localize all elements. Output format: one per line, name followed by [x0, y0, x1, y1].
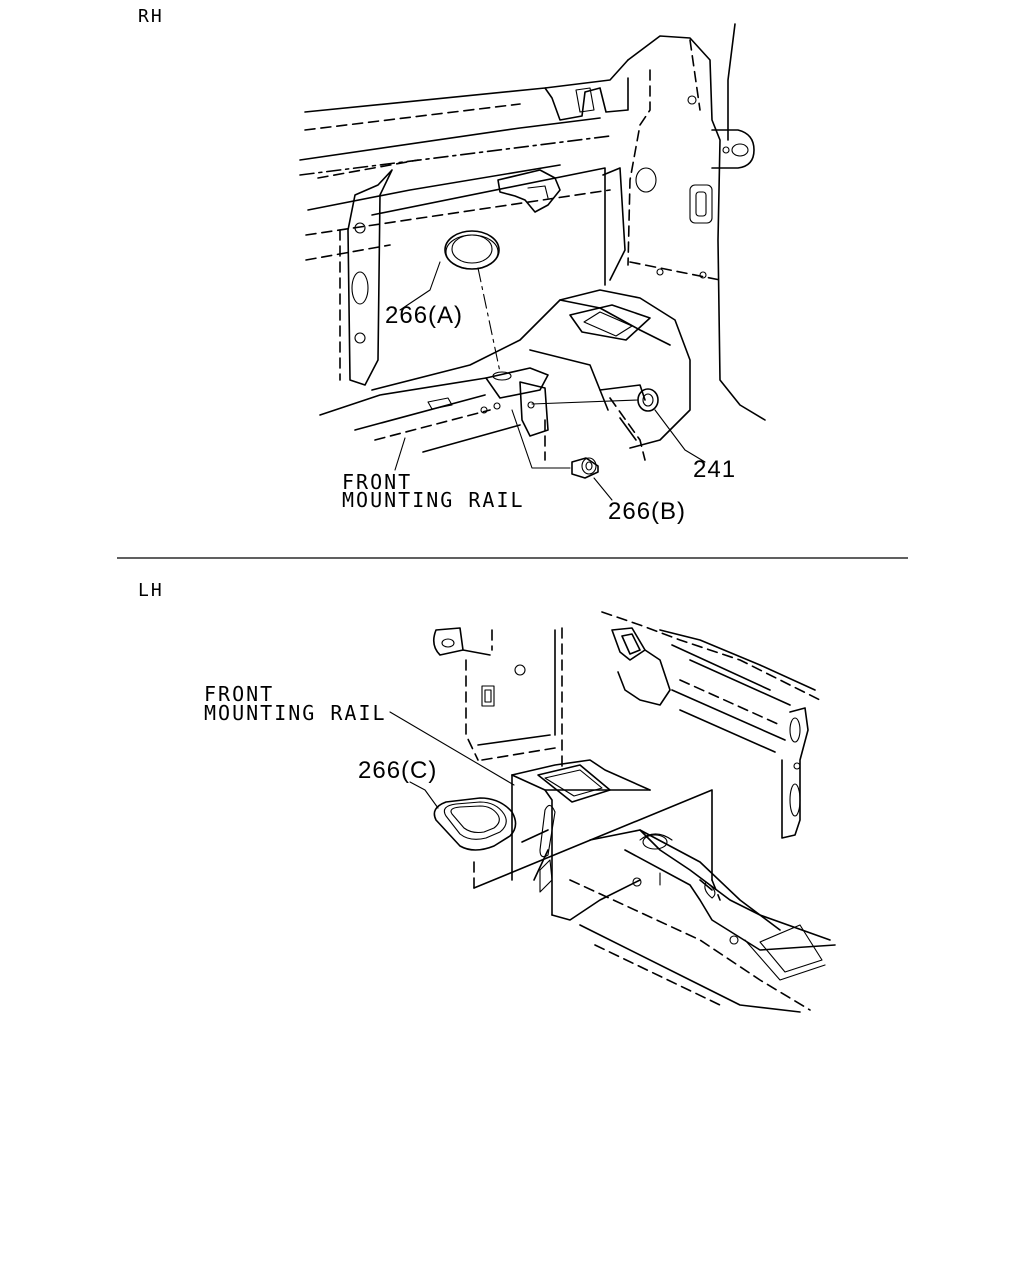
hole-241	[527, 401, 535, 409]
part-266c-plug	[433, 797, 517, 851]
leader-241-to-hole	[531, 399, 639, 405]
leader-266b-label	[593, 477, 613, 501]
label-266a: 266(A)	[385, 302, 464, 329]
leader-lh-rail	[389, 711, 515, 786]
hole-266a	[492, 371, 512, 381]
label-rh-front: FRONT	[342, 470, 413, 494]
label-rh-mounting-rail: MOUNTING RAIL	[342, 488, 525, 512]
part-266a-plug	[444, 230, 500, 270]
part-241-grommet	[637, 388, 659, 412]
lh-body-structure	[432, 611, 836, 1013]
leader-266c-label	[409, 781, 439, 809]
label-266b: 266(B)	[608, 498, 687, 525]
label-266c: 266(C)	[358, 757, 438, 784]
leader-266b-to-hole	[511, 409, 571, 469]
lh-section-tag: LH	[138, 580, 164, 601]
leader-241-label	[654, 409, 706, 463]
leader-266a-to-hole	[477, 267, 501, 373]
label-241: 241	[693, 456, 737, 483]
rh-body-structure	[299, 23, 766, 461]
leader-rh-rail	[394, 437, 406, 471]
label-lh-mounting-rail: MOUNTING RAIL	[204, 701, 387, 725]
rh-section-tag: RH	[138, 6, 164, 27]
label-lh-front: FRONT	[204, 682, 275, 706]
leader-266a-label	[399, 261, 441, 311]
part-266b-plug	[571, 457, 599, 479]
